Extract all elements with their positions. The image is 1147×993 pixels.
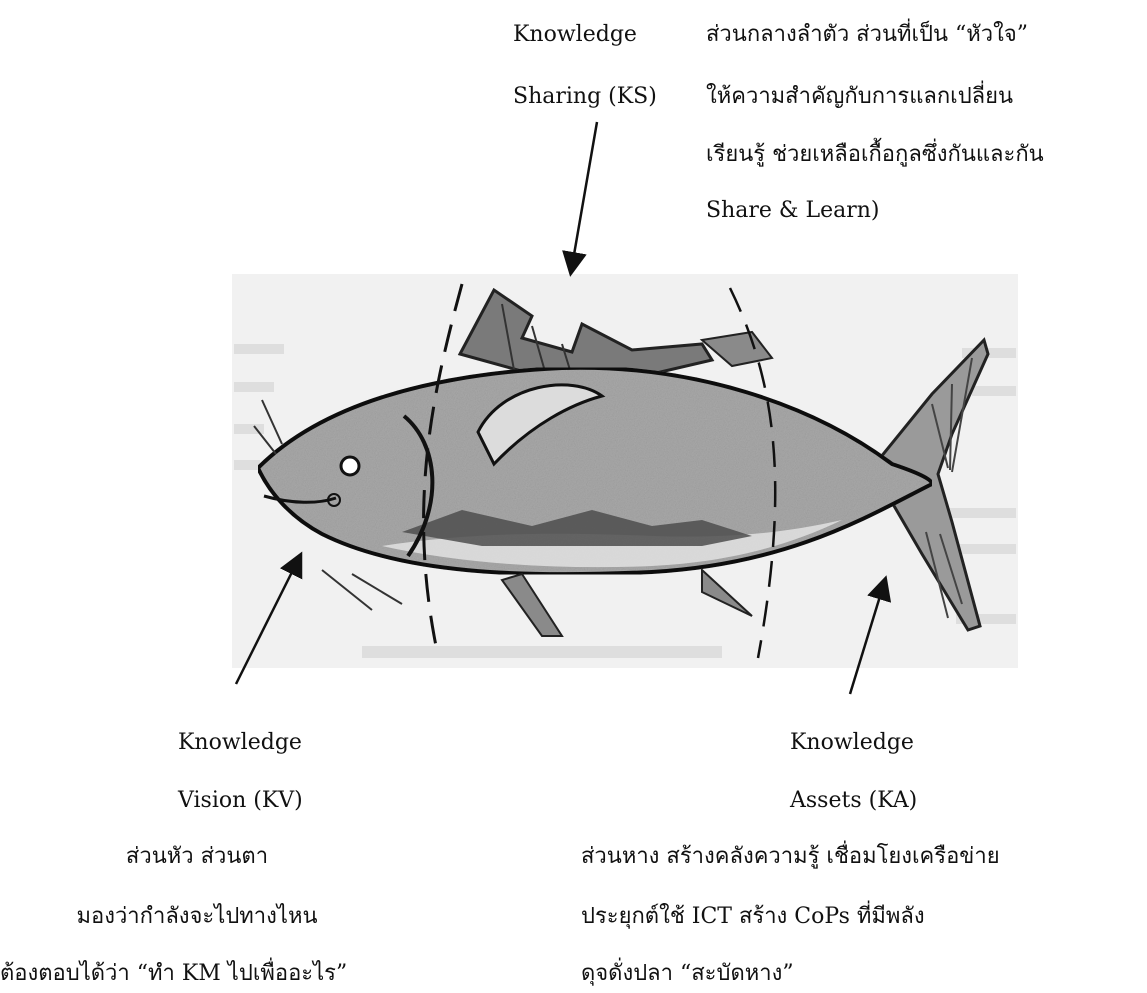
kv-desc-line2: มองว่ากำลังจะไปทางไหน [0, 906, 394, 928]
ka-desc-line1: ส่วนหาง สร้างคลังความรู้ เชื่อมโยงเครือข… [581, 846, 1000, 868]
ka-arrow [850, 580, 885, 694]
ka-desc-line2: ประยุกต์ใช้ ICT สร้าง CoPs ที่มีพลัง [581, 906, 925, 928]
ka-desc-line3: ดุจดั่งปลา “สะบัดหาง” [581, 963, 794, 985]
ks-arrow [571, 122, 597, 272]
ka-label-line2: Assets (KA) [790, 790, 917, 812]
kv-desc-line1: ส่วนหัว ส่วนตา [0, 846, 394, 868]
kv-arrow [236, 556, 300, 684]
kv-label-line1: Knowledge [178, 732, 302, 754]
kv-desc-line3: ต้องตอบได้ว่า “ทำ KM ไปเพื่ออะไร” [0, 963, 347, 985]
ka-label-line1: Knowledge [790, 732, 914, 754]
kv-label-line2: Vision (KV) [178, 790, 303, 812]
